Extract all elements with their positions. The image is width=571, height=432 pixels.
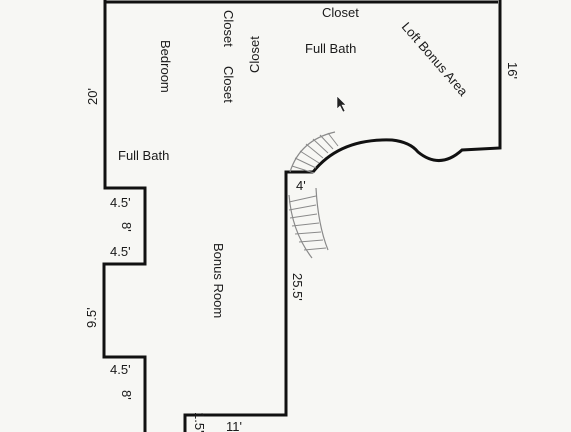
spiral-staircase bbox=[288, 131, 339, 259]
dim-step2-top: 4.5' bbox=[110, 362, 131, 377]
dim-bottom-small: 1.5' bbox=[192, 412, 207, 432]
dim-step1-side: 8' bbox=[119, 222, 134, 232]
dim-left-upper: 20' bbox=[85, 88, 100, 105]
dim-step2-side: 8' bbox=[119, 390, 134, 400]
dim-bottom-width: 11' bbox=[226, 419, 242, 432]
bottom-wall bbox=[183, 170, 313, 432]
dim-right-upper: 16' bbox=[505, 62, 520, 79]
label-bonus-room: Bonus Room bbox=[211, 243, 226, 318]
label-closet-mid: Closet bbox=[221, 66, 236, 103]
exterior-wall bbox=[102, 0, 147, 432]
label-closet-right: Closet bbox=[247, 36, 262, 73]
label-closet-top: Closet bbox=[322, 5, 359, 20]
label-full-bath-upper: Full Bath bbox=[305, 41, 356, 56]
dim-stair-wall: 25.5' bbox=[290, 273, 305, 301]
stair-arc-wall bbox=[311, 0, 502, 173]
dim-stair-width: 4' bbox=[296, 178, 306, 193]
dim-step1-bottom: 4.5' bbox=[110, 244, 131, 259]
mouse-pointer-icon bbox=[336, 95, 347, 113]
dim-left-middle: 9.5' bbox=[84, 307, 99, 328]
dim-step1-top: 4.5' bbox=[110, 195, 131, 210]
label-closet-left: Closet bbox=[221, 10, 236, 47]
label-loft-bonus-area: Loft Bonus Area bbox=[399, 19, 472, 99]
label-bedroom: Bedroom bbox=[158, 40, 173, 93]
label-full-bath-lower: Full Bath bbox=[118, 148, 169, 163]
